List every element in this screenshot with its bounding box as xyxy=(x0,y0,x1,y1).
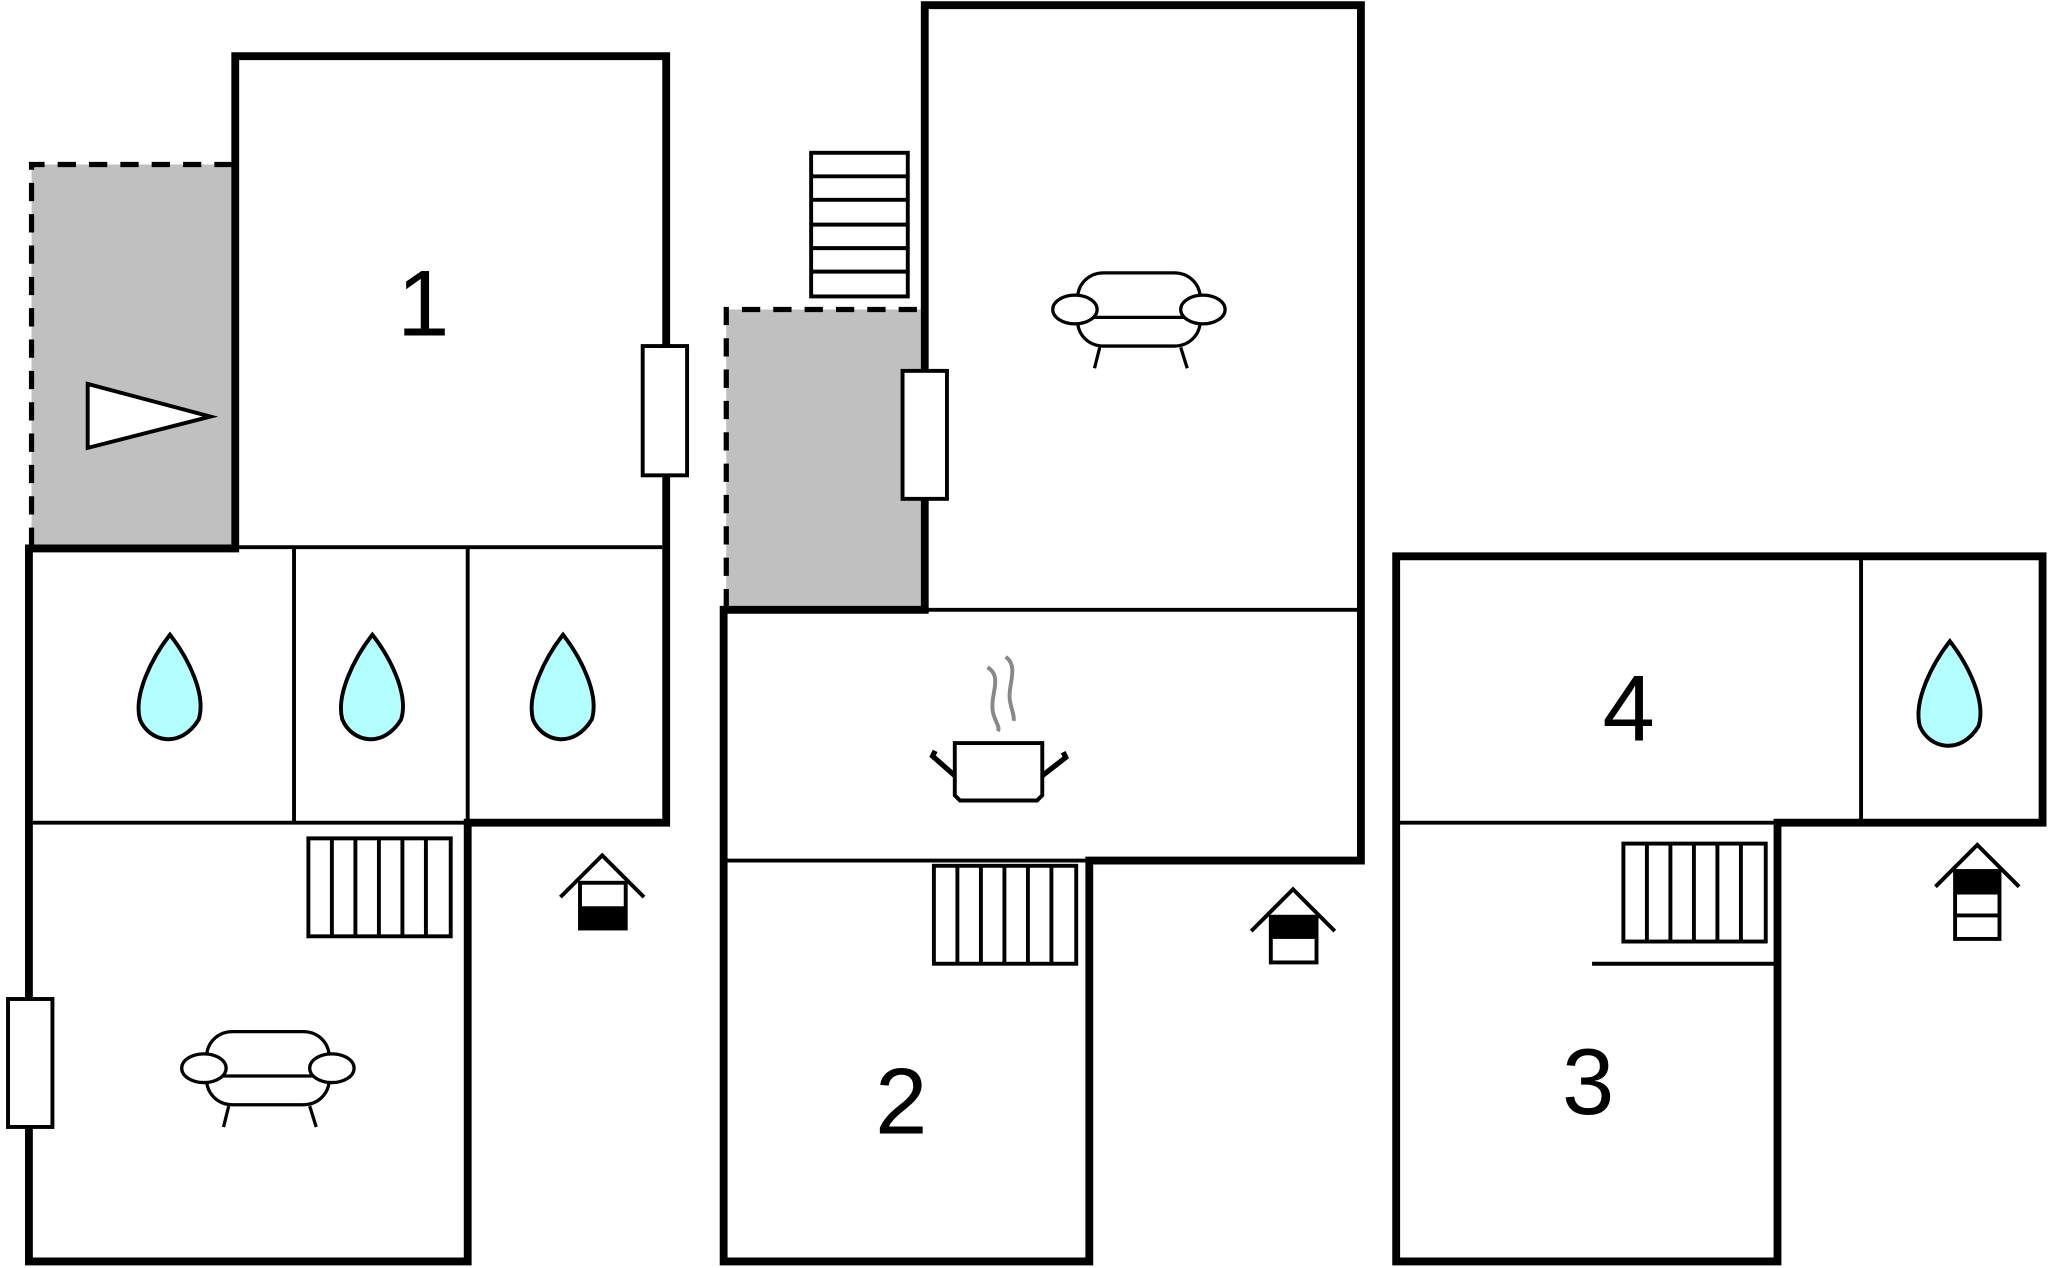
bathroom-drop-icon xyxy=(529,632,596,742)
building-3: 4 3 xyxy=(1392,552,2047,1266)
terrace-direction-icon xyxy=(85,381,219,451)
terrace-area xyxy=(31,164,233,546)
radiator-icon xyxy=(306,836,453,939)
entrance-icon xyxy=(1934,842,2021,941)
exterior-wall xyxy=(719,1,1365,1266)
entrance-icon xyxy=(559,852,646,931)
sofa-icon xyxy=(1051,271,1227,370)
window-icon xyxy=(640,344,690,478)
radiator-icon xyxy=(931,863,1079,966)
entrance-icon xyxy=(1249,886,1337,965)
cooking-pot-icon xyxy=(929,655,1070,803)
sofa-icon xyxy=(180,1030,356,1129)
window-icon xyxy=(6,997,55,1129)
radiator-icon xyxy=(1621,841,1768,944)
room-label: 3 xyxy=(1562,1029,1614,1134)
exterior-wall xyxy=(25,52,671,1266)
room-label: 1 xyxy=(397,251,449,356)
stairs-icon xyxy=(809,150,910,299)
building-2: 2 xyxy=(719,1,1365,1266)
bathroom-drop-icon xyxy=(1916,639,1983,748)
bathroom-drop-icon xyxy=(339,632,405,742)
room-label: 4 xyxy=(1602,655,1654,760)
room-label: 2 xyxy=(875,1048,927,1153)
terrace-dashed-edge xyxy=(28,161,233,546)
terrace-dashed-edge xyxy=(723,306,921,608)
building-1: 1 xyxy=(6,52,690,1266)
bathroom-drop-icon xyxy=(136,632,203,742)
window-icon xyxy=(900,368,949,501)
terrace-area xyxy=(726,309,921,608)
